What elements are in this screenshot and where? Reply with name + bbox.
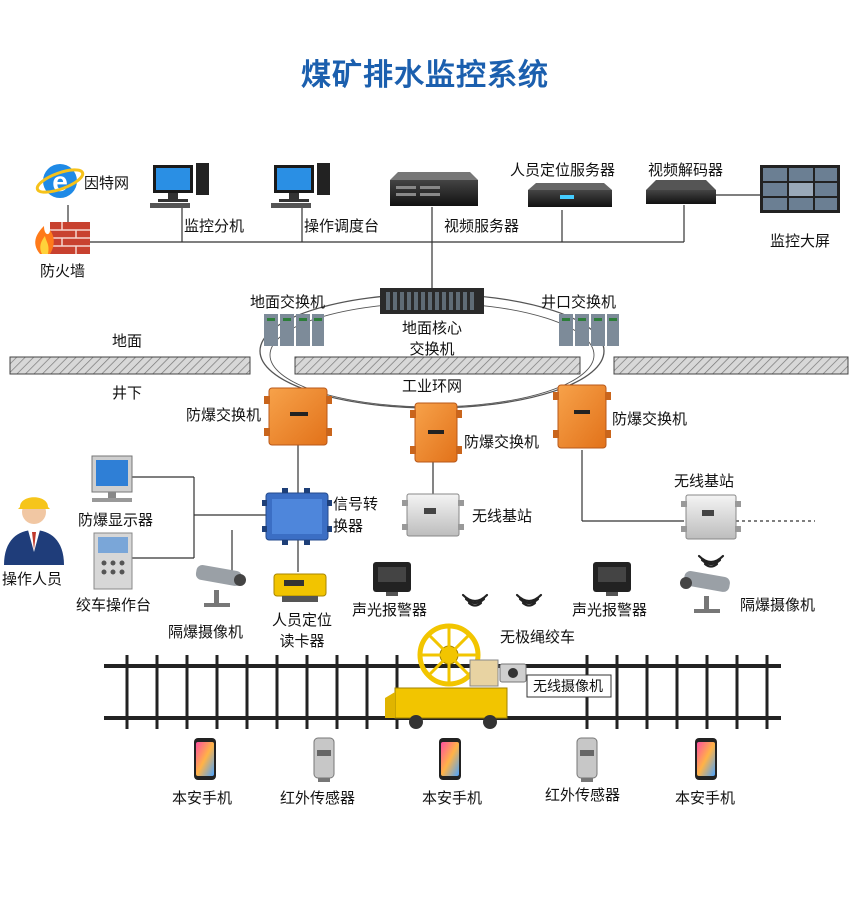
underground-label: 井下 xyxy=(112,384,143,402)
ex-camera-right-icon xyxy=(680,571,730,613)
ex-switch-left-label: 防爆交换机 xyxy=(186,406,262,424)
phone-2-icon xyxy=(439,738,461,780)
signal-converter-icon xyxy=(262,488,332,545)
ex-camera-left-label: 隔爆摄像机 xyxy=(168,623,244,641)
card-reader-icon xyxy=(273,573,327,602)
monitor-pc-label: 监控分机 xyxy=(184,217,245,235)
firewall-icon xyxy=(35,222,90,254)
ex-switch-mid-icon xyxy=(410,402,462,463)
industrial-ring-label: 工业环网 xyxy=(402,377,463,395)
underground-lines xyxy=(130,445,815,575)
dispatch-console-label: 操作调度台 xyxy=(304,217,380,235)
ex-camera-right-label: 隔爆摄像机 xyxy=(740,596,816,614)
core-switch-label: 地面核心 交换机 xyxy=(401,319,462,358)
positioning-server-icon xyxy=(528,183,612,207)
diagram-title: 煤矿排水监控系统 xyxy=(301,58,549,93)
endless-winch-label: 无极绳绞车 xyxy=(500,628,576,646)
video-server-icon xyxy=(390,172,478,206)
ie-icon: e xyxy=(35,164,85,198)
wireless-signal-icons xyxy=(461,554,725,607)
ex-display-icon xyxy=(91,455,133,502)
ground-switch-icon xyxy=(264,314,324,346)
wireless-camera-label: 无线摄像机 xyxy=(533,679,603,695)
operator-icon xyxy=(4,497,64,565)
winch-console-label: 绞车操作台 xyxy=(76,596,152,614)
wireless-camera-icon xyxy=(499,663,527,683)
ex-switch-right-label: 防爆交换机 xyxy=(612,410,688,428)
wireless-camera-label-box xyxy=(526,674,612,698)
ex-switch-left-icon xyxy=(264,387,332,446)
operator-label: 操作人员 xyxy=(2,570,63,588)
card-reader-label: 人员定位 读卡器 xyxy=(271,611,332,650)
rail-tracks xyxy=(104,655,781,729)
phone-3-icon xyxy=(695,738,717,780)
wireless-base-right-icon xyxy=(681,494,741,540)
big-screen-icon xyxy=(760,165,840,213)
signal-converter-label: 信号转 换器 xyxy=(333,495,379,535)
sound-light-alarm-right-icon xyxy=(593,562,631,596)
sound-light-alarm-right-label: 声光报警器 xyxy=(572,601,648,619)
wireless-base-mid-icon xyxy=(402,493,464,537)
ex-camera-left-icon xyxy=(195,565,246,607)
wireless-base-mid-label: 无线基站 xyxy=(472,507,533,525)
phone-3-label: 本安手机 xyxy=(675,789,736,807)
ir-sensor-2-icon xyxy=(576,737,598,782)
ground-strata xyxy=(9,356,849,375)
well-switch-icon xyxy=(559,314,619,346)
video-decoder-icon xyxy=(646,180,716,204)
ground-switch-label: 地面交换机 xyxy=(250,293,326,311)
monitor-pc-icon xyxy=(150,163,209,208)
video-server-label: 视频服务器 xyxy=(444,217,520,235)
top-bus-lines xyxy=(67,194,760,290)
ir-sensor-2-label: 红外传感器 xyxy=(545,786,621,804)
phone-1-label: 本安手机 xyxy=(172,789,233,807)
positioning-server-label: 人员定位服务器 xyxy=(510,161,616,179)
sound-light-alarm-left-icon xyxy=(373,562,411,596)
endless-winch-icon xyxy=(385,623,508,729)
ground-label: 地面 xyxy=(112,332,143,350)
well-switch-label: 井口交换机 xyxy=(541,293,617,311)
phone-2-label: 本安手机 xyxy=(422,789,483,807)
ex-switch-mid-label: 防爆交换机 xyxy=(464,433,540,451)
phone-1-icon xyxy=(194,738,216,780)
core-switch-icon xyxy=(380,288,484,314)
firewall-label: 防火墙 xyxy=(40,262,86,280)
dispatch-console-icon xyxy=(271,163,330,208)
ex-display-label: 防爆显示器 xyxy=(78,511,154,529)
video-decoder-label: 视频解码器 xyxy=(648,161,724,179)
ex-switch-right-icon xyxy=(553,384,611,449)
sound-light-alarm-left-label: 声光报警器 xyxy=(352,601,428,619)
ir-sensor-1-label: 红外传感器 xyxy=(280,789,356,807)
internet-label: 因特网 xyxy=(84,174,130,192)
winch-console-icon xyxy=(93,532,133,590)
wireless-base-right-label: 无线基站 xyxy=(674,472,735,490)
ir-sensor-1-icon xyxy=(313,737,335,782)
big-screen-label: 监控大屏 xyxy=(770,232,831,250)
